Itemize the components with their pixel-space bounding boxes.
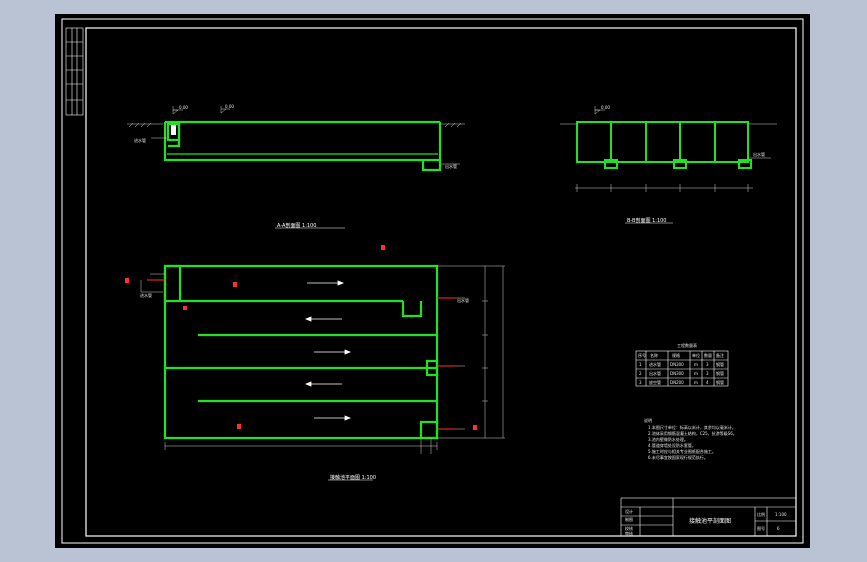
section-aa: 0.00 0.00 进水管 出水管 A-A剖面图 1:100	[127, 104, 465, 229]
notes: 说明 1.本图尺寸单位：标高以米计，其余均以毫米计。 2.池体采用钢筋混凝土结构…	[644, 417, 737, 460]
tb-row-approve: 审核	[625, 530, 633, 536]
tb-row-design: 设计	[625, 508, 633, 514]
tb-sheet-label: 图号	[757, 525, 765, 531]
note-5: 5.施工时应与相关专业图纸配合施工。	[648, 448, 716, 454]
bb-elev-tag: 0.00	[601, 105, 610, 110]
mt-r2-c5: 钢管	[716, 379, 724, 385]
tb-row-check: 校核	[625, 525, 633, 531]
mt-r0-c0: 1	[639, 362, 642, 367]
mt-r2-c4: 4	[706, 380, 709, 385]
section-bb-title: B-B剖面图 1:100	[627, 217, 667, 224]
cad-drawing: 0.00 0.00 进水管 出水管 A-A剖面图 1:100	[61, 18, 804, 544]
section-bb: 0.00 出水管 B-B剖面图 1:100	[560, 105, 777, 224]
note-4: 4.管道穿墙处设防水套管。	[648, 442, 696, 448]
mt-r2-c1: 放空管	[649, 379, 661, 385]
mt-r1-c2: DN300	[670, 371, 684, 376]
aa-elev-tag-2: 0.00	[225, 104, 234, 109]
note-1: 1.本图尺寸单位：标高以米计，其余均以毫米计。	[648, 424, 736, 430]
mt-r2-c3: m	[694, 380, 698, 385]
mt-r0-c1: 进水管	[649, 361, 661, 367]
mt-r1-c3: m	[694, 371, 698, 376]
notes-heading: 说明	[644, 417, 652, 423]
outer-frame	[61, 18, 804, 544]
mt-h5: 备注	[716, 352, 724, 358]
material-table-title: 工程数量表	[677, 342, 697, 348]
mt-h0: 序号	[638, 352, 646, 358]
aa-elev-tag: 0.00	[179, 105, 188, 110]
tb-scale-value: 1:100	[775, 512, 787, 517]
plan-outlet-tag: 出水管	[457, 297, 469, 303]
tb-row-draw: 制图	[625, 516, 633, 522]
mt-h4: 数量	[704, 352, 712, 358]
mt-r2-c0: 3	[639, 380, 642, 385]
mt-h3: 单位	[692, 352, 700, 358]
mt-r0-c4: 3	[706, 362, 709, 367]
aa-pipe-tag: 进水管	[134, 137, 146, 143]
mt-h1: 名称	[650, 352, 658, 358]
tb-drawing-name: 接触池平剖面图	[689, 517, 731, 525]
mt-r0-c2: DN300	[670, 362, 684, 367]
bb-outlet-tag: 出水管	[753, 151, 765, 157]
binding-strip	[65, 27, 84, 116]
mt-r1-c0: 2	[639, 371, 642, 376]
note-2: 2.池体采用钢筋混凝土结构，C25，抗渗等级S6。	[648, 430, 737, 436]
inner-frame	[85, 27, 797, 537]
mt-r1-c4: 3	[706, 371, 709, 376]
cad-drawing-canvas: 0.00 0.00 进水管 出水管 A-A剖面图 1:100	[55, 14, 810, 548]
mt-r0-c3: m	[694, 362, 698, 367]
mt-h2: 规格	[672, 352, 680, 358]
mt-r2-c2: DN200	[670, 380, 684, 385]
material-table: 工程数量表 序号 名称 规格 单位 数量 备注 1 进水管 DN300 m 3 …	[635, 342, 729, 387]
mt-r0-c5: 钢管	[716, 361, 724, 367]
section-aa-title: A-A剖面图 1:100	[277, 222, 316, 229]
tb-sheet-value: 6	[777, 526, 780, 531]
mt-r1-c5: 钢管	[716, 370, 724, 376]
plan-title: 接触池平面图 1:100	[330, 474, 376, 481]
plan-view: 进水管 出水管 接触池平面图 1:100	[125, 245, 505, 481]
plan-pipe-tag: 进水管	[140, 292, 152, 298]
title-block: 设计 制图 校核 审核 接触池平剖面图 比例 1:100 图号 6	[620, 497, 797, 537]
mt-r1-c1: 出水管	[649, 370, 661, 376]
tb-scale-label: 比例	[757, 511, 765, 517]
note-3: 3.池内壁做防水处理。	[648, 436, 688, 442]
note-6: 6.未尽事宜按国家现行规范执行。	[648, 454, 708, 460]
aa-outlet-tag: 出水管	[445, 163, 457, 169]
